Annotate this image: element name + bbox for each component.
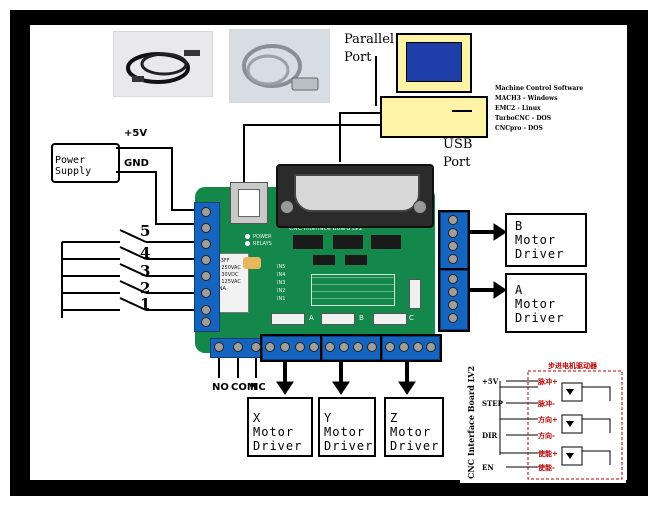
b-motor-terminal xyxy=(438,210,470,272)
signal-5v: +5V xyxy=(482,377,499,386)
axis-header-b-label: B xyxy=(359,314,364,322)
a-motor-terminal xyxy=(438,268,470,332)
monitor-screen xyxy=(406,42,462,82)
schematic-inset: CNC Interface Board LV2 步进电机驱动器 +5V STEP… xyxy=(460,357,626,483)
ic-chip xyxy=(345,255,367,265)
board-name: CNC Interface Board LV2 xyxy=(289,225,363,232)
parallel-cable-photo xyxy=(229,29,330,103)
power-supply-label: Power Supply xyxy=(55,155,92,177)
axis-header-c-label: C xyxy=(409,314,414,322)
schematic-row: 脉冲+ xyxy=(538,377,558,386)
connector-screw xyxy=(280,200,294,214)
usb-socket xyxy=(230,182,268,224)
switch-4-label: 4 xyxy=(140,244,151,262)
signal-dir: DIR xyxy=(482,431,498,440)
ic-chip xyxy=(293,235,323,249)
schematic-row: 使能- xyxy=(538,463,555,472)
db25-connector xyxy=(276,164,434,228)
ic-chip xyxy=(371,235,401,249)
axis-header-b xyxy=(321,313,355,325)
signal-step: STEP xyxy=(482,399,503,408)
usb-port-label: USB Port xyxy=(443,137,473,170)
signal-en: EN xyxy=(482,463,494,472)
schematic-header: 步进电机驱动器 xyxy=(548,361,597,370)
parallel-port-label: Parallel Port xyxy=(344,32,395,65)
schematic-row: 方向+ xyxy=(538,415,558,424)
usb-cable-icon xyxy=(126,50,200,84)
schematic-row: 方向- xyxy=(538,431,555,440)
usb-cable-photo xyxy=(113,31,213,97)
header-pins xyxy=(409,279,421,309)
relays-led-label: RELAYS xyxy=(253,241,272,247)
axis-header-c xyxy=(373,313,407,325)
y-motor-terminal xyxy=(320,334,384,362)
relay-terminal-block xyxy=(210,338,266,358)
input-label: IN4 xyxy=(277,272,286,278)
parallel-cable-icon xyxy=(242,44,319,91)
switch-5-label: 5 xyxy=(140,222,151,240)
computer-case xyxy=(380,96,488,138)
relay-nc-label: NC xyxy=(250,382,266,393)
gnd-label: GND xyxy=(124,158,149,169)
input-terminal-block xyxy=(194,202,220,332)
ic-chip xyxy=(333,235,363,249)
axis-header-a xyxy=(271,313,305,325)
plus-5v-label: +5V xyxy=(124,128,148,139)
z-motor-terminal xyxy=(380,334,442,362)
software-list: Machine Control Software MACH3 - Windows… xyxy=(495,85,584,132)
input-label: IN3 xyxy=(277,280,286,286)
input-label: IN2 xyxy=(277,288,286,294)
axis-header-a-label: A xyxy=(309,314,314,322)
monitor xyxy=(396,33,472,93)
power-led xyxy=(245,234,250,239)
schematic-row: 使能+ xyxy=(538,449,558,458)
ic-chip xyxy=(313,255,335,265)
connector-screw xyxy=(413,200,427,214)
switch-3-label: 3 xyxy=(140,262,151,280)
input-label: IN1 xyxy=(277,296,286,302)
input-label: IN5 xyxy=(277,264,286,270)
pin-table xyxy=(311,274,395,306)
schematic-lines xyxy=(499,370,623,480)
capacitor xyxy=(243,257,261,269)
power-led-label: POWER xyxy=(253,234,272,240)
relay-led xyxy=(245,241,250,246)
switch-1-label: 1 xyxy=(140,295,151,313)
power-supply-box: Power Supply xyxy=(51,143,120,183)
relay-com-label: COM xyxy=(231,382,257,393)
x-motor-terminal xyxy=(260,334,326,362)
relay-no-label: NO xyxy=(212,382,229,393)
schematic-row: 脉冲- xyxy=(538,399,555,408)
switch-2-label: 2 xyxy=(140,279,151,297)
